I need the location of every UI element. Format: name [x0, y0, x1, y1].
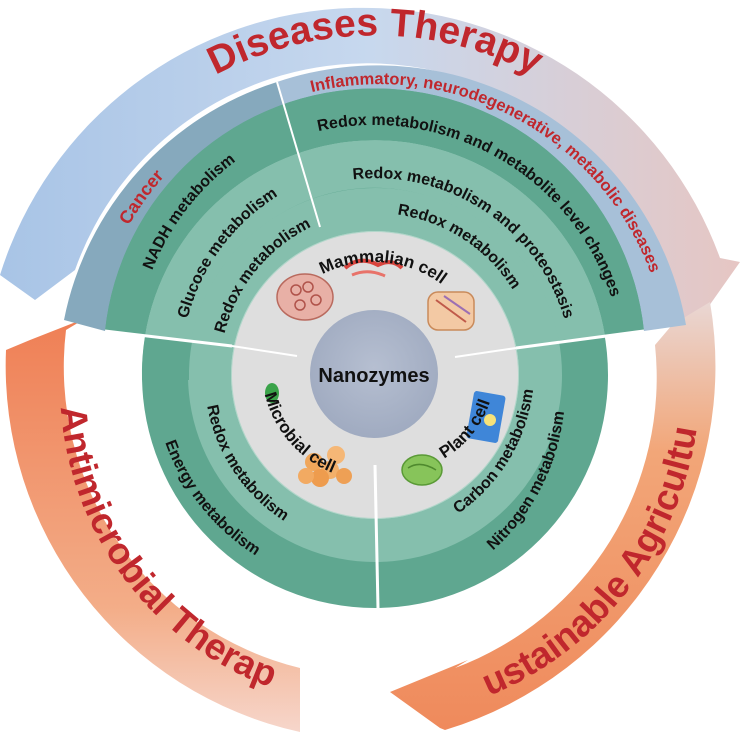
divider-bottom	[373, 464, 380, 609]
diseases-therapy-arrow	[0, 7, 740, 330]
divider-cancer	[276, 81, 321, 228]
divider-left	[104, 329, 233, 348]
nanozymes-core	[310, 310, 438, 438]
mammalian-cell-icons	[276, 258, 475, 331]
antimicrobial-therapy-arrow	[5, 318, 301, 732]
divider-right	[515, 329, 645, 350]
center-label: Nanozymes	[318, 365, 429, 387]
plant-cell-icons	[401, 391, 506, 486]
sustainable-agriculture-arrow	[390, 302, 716, 730]
microbial-cell-icons	[265, 383, 352, 487]
